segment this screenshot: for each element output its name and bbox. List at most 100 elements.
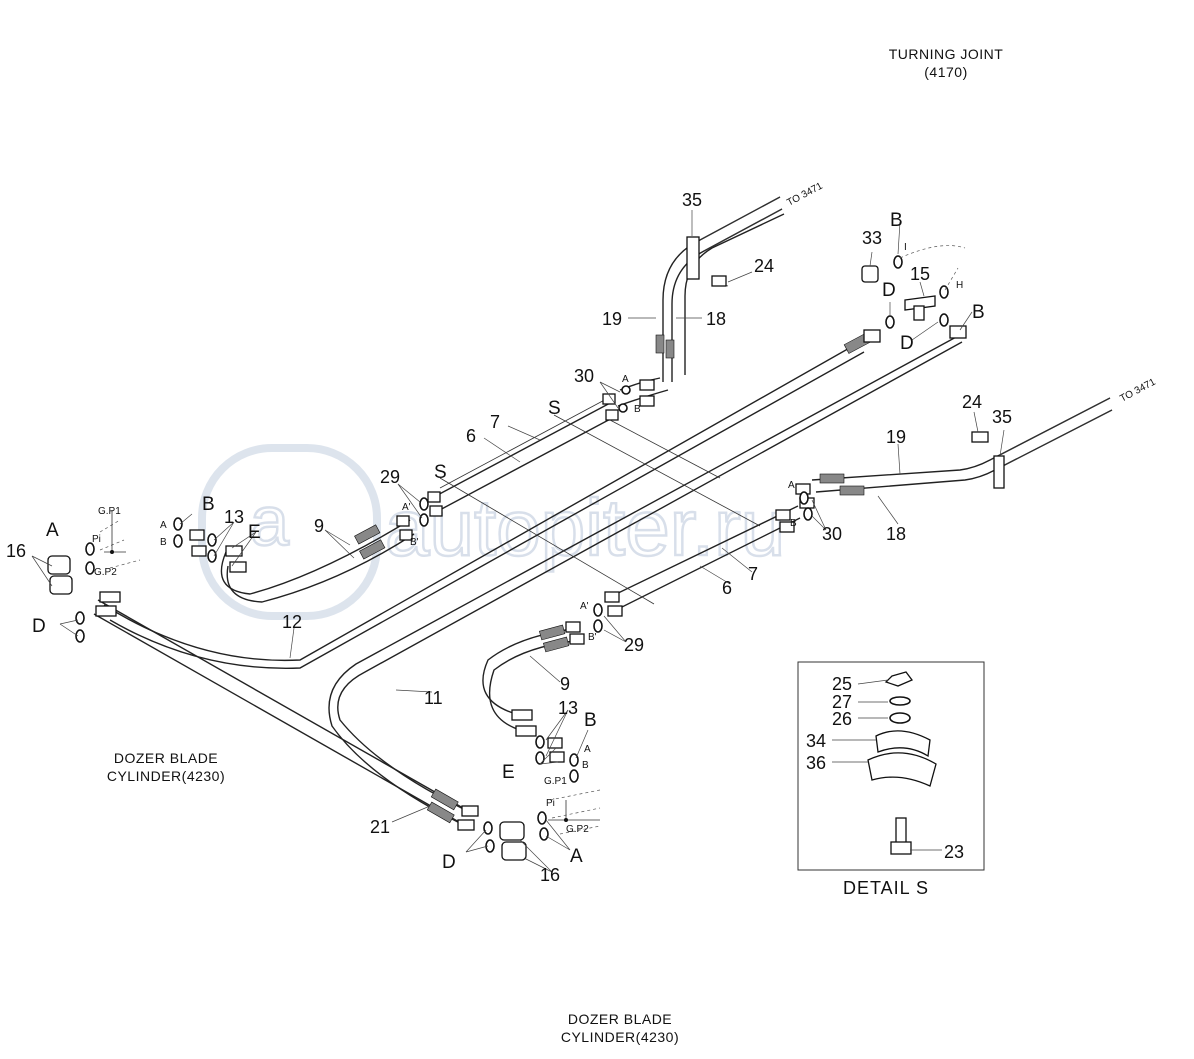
watermark-text: autopiter.ru (385, 483, 785, 572)
mark-pi-lower: Pi (546, 798, 555, 809)
part-num-18: 18 (706, 309, 726, 329)
mark-b-right: B (790, 518, 797, 529)
leader-lines (31, 210, 1005, 873)
part-num-35-lower: 35 (992, 407, 1012, 427)
port-d-lower: D (442, 852, 456, 873)
part-num-7-lower: 7 (748, 564, 758, 584)
part-num-35: 35 (682, 190, 702, 210)
part-num-6-lower: 6 (722, 578, 732, 598)
part-num-16-lower: 16 (540, 865, 560, 885)
part-num-15: 15 (910, 264, 930, 284)
clamp-36 (867, 752, 937, 787)
mark-pi-left: Pi (92, 534, 101, 545)
hose-21 (93, 591, 479, 831)
dashed-connectors (99, 245, 966, 835)
port-b-left: B (202, 494, 215, 515)
part-num-27: 27 (832, 692, 852, 712)
port-b-lower: B (584, 710, 597, 731)
part-num-19-lower: 19 (886, 427, 906, 447)
part-num-6: 6 (466, 426, 476, 446)
part-num-34: 34 (806, 731, 826, 751)
part-num-30: 30 (574, 366, 594, 386)
mark-h: H (956, 280, 963, 291)
part-num-9: 9 (314, 516, 324, 536)
plug-33 (861, 265, 879, 283)
port-a-lower: A (570, 846, 583, 867)
mark-i: I (904, 242, 907, 253)
turning-joint-caption-1: TURNING JOINT (889, 46, 1004, 62)
hose-bundle-top (617, 196, 785, 413)
o-rings (75, 255, 949, 853)
mark-a-lower: A (584, 744, 591, 755)
hose-12 (103, 329, 881, 669)
bolt-24-top (711, 275, 727, 287)
port-b-turning-top: B (890, 210, 903, 231)
part-num-19: 19 (602, 309, 622, 329)
to-ref-top: TO 3471 (785, 181, 825, 209)
part-num-24: 24 (754, 256, 774, 276)
port-d-turning-top: D (882, 280, 896, 301)
hose-11 (328, 325, 967, 829)
section-s-lines (439, 414, 761, 605)
to-ref-right: TO 3471 (1118, 377, 1158, 405)
dozer-caption-bottom-1: DOZER BLADE (568, 1011, 672, 1027)
watermark: a autopiter.ru (198, 444, 787, 620)
part-number-labels: 35 24 19 18 30 7 6 29 9 13 16 12 11 21 1… (6, 190, 1012, 885)
clamp-35-top (686, 236, 700, 280)
part-num-18-lower: 18 (886, 524, 906, 544)
part-num-33: 33 (862, 228, 882, 248)
mark-gp2-lower: G.P2 (566, 824, 589, 835)
section-s-lower: S (434, 462, 447, 483)
svg-text:a: a (250, 482, 289, 560)
part-num-36: 36 (806, 753, 826, 773)
part-num-9-lower: 9 (560, 674, 570, 694)
part-num-13: 13 (224, 507, 244, 527)
port-e-left: E (248, 522, 261, 543)
turning-joint-caption-2: (4170) (924, 64, 967, 80)
port-a-left: A (46, 520, 59, 541)
hose-6-7-lower (604, 505, 801, 617)
mark-a-prime-upper: A' (402, 502, 411, 513)
hose-9-lower (482, 621, 585, 737)
mark-gp1-lower: G.P1 (544, 776, 567, 787)
dozer-caption-bottom-2: CYLINDER(4230) (561, 1029, 679, 1045)
detail-s-box (797, 661, 985, 871)
part-num-29: 29 (380, 467, 400, 487)
mark-gp2-left: G.P2 (94, 567, 117, 578)
hose-bundle-right (795, 397, 1113, 509)
bolt-24-right (971, 431, 989, 443)
mark-a-top: A (622, 374, 629, 385)
washer-27 (889, 696, 911, 706)
clamp-34 (875, 730, 931, 758)
part-num-12: 12 (282, 612, 302, 632)
dozer-caption-left-2: CYLINDER(4230) (107, 768, 225, 784)
part-num-29-lower: 29 (624, 635, 644, 655)
part-num-23: 23 (944, 842, 964, 862)
part-num-16: 16 (6, 541, 26, 561)
dozer-caption-left-1: DOZER BLADE (114, 750, 218, 766)
mark-gp1-left: G.P1 (98, 506, 121, 517)
mark-b-lower: B (582, 760, 589, 771)
part-num-7: 7 (490, 412, 500, 432)
port-e-lower: E (502, 762, 515, 783)
small-mark-labels: A B A' B' A B A' B' A B A B I H G.P1 Pi … (92, 242, 963, 835)
clamp-35-right (993, 455, 1005, 489)
part-num-26: 26 (832, 709, 852, 729)
hose-9-upper (220, 515, 415, 603)
port-d-left: D (32, 616, 46, 637)
nut-25 (884, 671, 914, 687)
mark-a-left: A (160, 520, 167, 531)
mark-b-left: B (160, 537, 167, 548)
detail-title: DETAIL S (843, 878, 929, 898)
part-num-21: 21 (370, 817, 390, 837)
mark-b-top: B (634, 404, 641, 415)
port-letter-labels: S S B B D D A B E A D B E D (32, 210, 985, 873)
part-num-25: 25 (832, 674, 852, 694)
port-d-turning-lower: D (900, 333, 914, 354)
mark-a-prime-lower: A' (580, 601, 589, 612)
part-num-11: 11 (424, 688, 443, 708)
part-num-30-lower: 30 (822, 524, 842, 544)
mark-a-right: A (788, 480, 795, 491)
port-b-turning-right: B (972, 302, 985, 323)
